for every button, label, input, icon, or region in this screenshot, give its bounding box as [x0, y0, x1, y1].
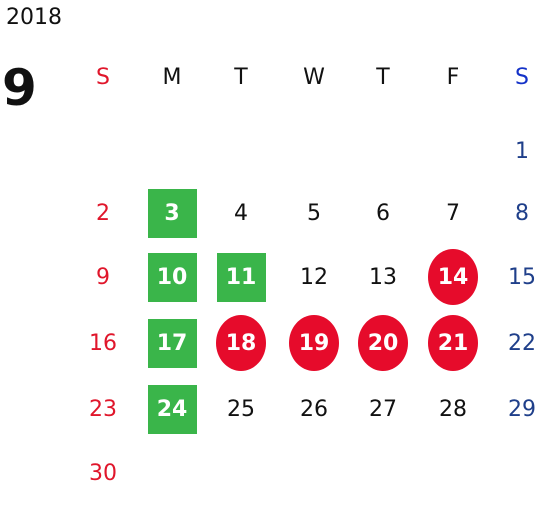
- day-number: 25: [227, 396, 255, 422]
- calendar-day-2[interactable]: 2: [78, 188, 128, 238]
- day-number: 27: [369, 396, 397, 422]
- day-number: 4: [234, 200, 248, 226]
- day-number: 8: [515, 200, 529, 226]
- red-day-highlight: 18: [216, 315, 266, 371]
- calendar-day-15[interactable]: 15: [497, 252, 547, 302]
- calendar-day-28[interactable]: 28: [428, 384, 478, 434]
- calendar-day-10[interactable]: 10: [147, 252, 197, 302]
- calendar-day-23[interactable]: 23: [78, 384, 128, 434]
- day-number: 7: [446, 200, 460, 226]
- weekday-header-friday: F: [446, 64, 460, 90]
- calendar-day-6[interactable]: 6: [358, 188, 408, 238]
- calendar-day-29[interactable]: 29: [497, 384, 547, 434]
- calendar-week: 9 10 11 12 13 14 15: [0, 249, 548, 312]
- green-day-highlight: 3: [147, 188, 197, 238]
- weekday-header-saturday: S: [515, 64, 529, 90]
- green-day-highlight: 24: [147, 384, 197, 434]
- day-number: 2: [96, 200, 110, 226]
- weekday-header-wednesday: W: [303, 64, 325, 90]
- calendar-day-17[interactable]: 17: [147, 318, 197, 368]
- day-number: 28: [439, 396, 467, 422]
- calendar-week: 16 17 18 19 20 21 22: [0, 315, 548, 378]
- calendar-week: 2 3 4 5 6 7 8: [0, 188, 548, 248]
- month-number: 9: [2, 59, 37, 117]
- calendar-week: 30: [0, 448, 548, 508]
- red-day-highlight: 21: [428, 315, 478, 371]
- calendar-day-16[interactable]: 16: [78, 318, 128, 368]
- red-day-highlight: 14: [428, 249, 478, 305]
- green-day-highlight: 10: [147, 252, 197, 302]
- year-label: 2018: [6, 5, 62, 30]
- day-number: 30: [89, 460, 117, 486]
- weekday-header-monday: M: [162, 64, 182, 90]
- day-number: 6: [376, 200, 390, 226]
- red-day-highlight: 20: [358, 315, 408, 371]
- day-number: 13: [369, 264, 397, 290]
- calendar-day-24[interactable]: 24: [147, 384, 197, 434]
- day-number: 23: [89, 396, 117, 422]
- calendar-day-26[interactable]: 26: [289, 384, 339, 434]
- calendar-day-1[interactable]: 1: [497, 126, 547, 176]
- day-number: 26: [300, 396, 328, 422]
- green-day-highlight: 17: [147, 318, 197, 368]
- calendar-day-7[interactable]: 7: [428, 188, 478, 238]
- calendar-week: 23 24 25 26 27 28 29: [0, 384, 548, 444]
- day-number: 12: [300, 264, 328, 290]
- day-number: 9: [96, 264, 110, 290]
- calendar-day-21[interactable]: 21: [428, 315, 478, 371]
- calendar-week: 1: [0, 126, 548, 186]
- day-number: 15: [508, 264, 536, 290]
- calendar-day-11[interactable]: 11: [216, 252, 266, 302]
- calendar-day-25[interactable]: 25: [216, 384, 266, 434]
- calendar-day-3[interactable]: 3: [147, 188, 197, 238]
- calendar-day-22[interactable]: 22: [497, 318, 547, 368]
- weekday-header-thursday: T: [376, 64, 390, 90]
- calendar-day-20[interactable]: 20: [358, 315, 408, 371]
- red-day-highlight: 19: [289, 315, 339, 371]
- day-number: 1: [515, 138, 529, 164]
- day-number: 22: [508, 330, 536, 356]
- calendar-day-30[interactable]: 30: [78, 448, 128, 498]
- green-day-highlight: 11: [216, 252, 266, 302]
- day-number: 16: [89, 330, 117, 356]
- calendar-day-4[interactable]: 4: [216, 188, 266, 238]
- day-number: 5: [307, 200, 321, 226]
- calendar-day-9[interactable]: 9: [78, 252, 128, 302]
- calendar-day-19[interactable]: 19: [289, 315, 339, 371]
- weekday-header-tuesday: T: [234, 64, 248, 90]
- calendar-day-18[interactable]: 18: [216, 315, 266, 371]
- calendar-day-5[interactable]: 5: [289, 188, 339, 238]
- calendar-day-27[interactable]: 27: [358, 384, 408, 434]
- calendar-day-12[interactable]: 12: [289, 252, 339, 302]
- weekday-header-sunday: S: [96, 64, 110, 90]
- calendar-day-8[interactable]: 8: [497, 188, 547, 238]
- day-number: 29: [508, 396, 536, 422]
- calendar-day-14[interactable]: 14: [428, 249, 478, 305]
- calendar-day-13[interactable]: 13: [358, 252, 408, 302]
